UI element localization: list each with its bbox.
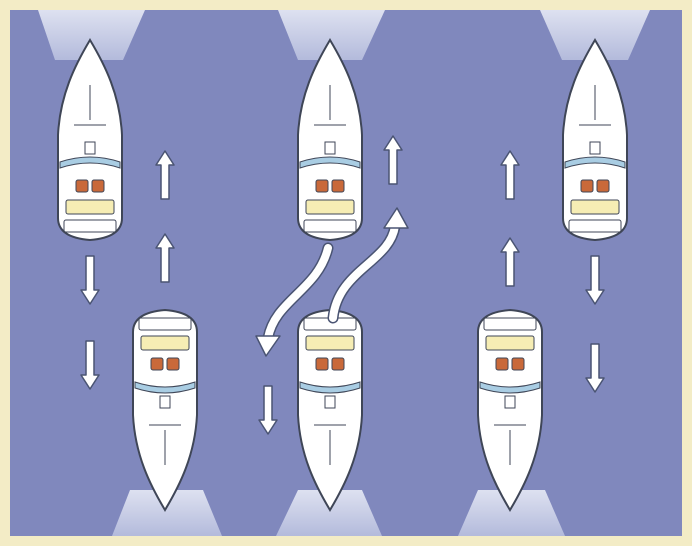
boat-passing-diagram bbox=[0, 0, 692, 546]
